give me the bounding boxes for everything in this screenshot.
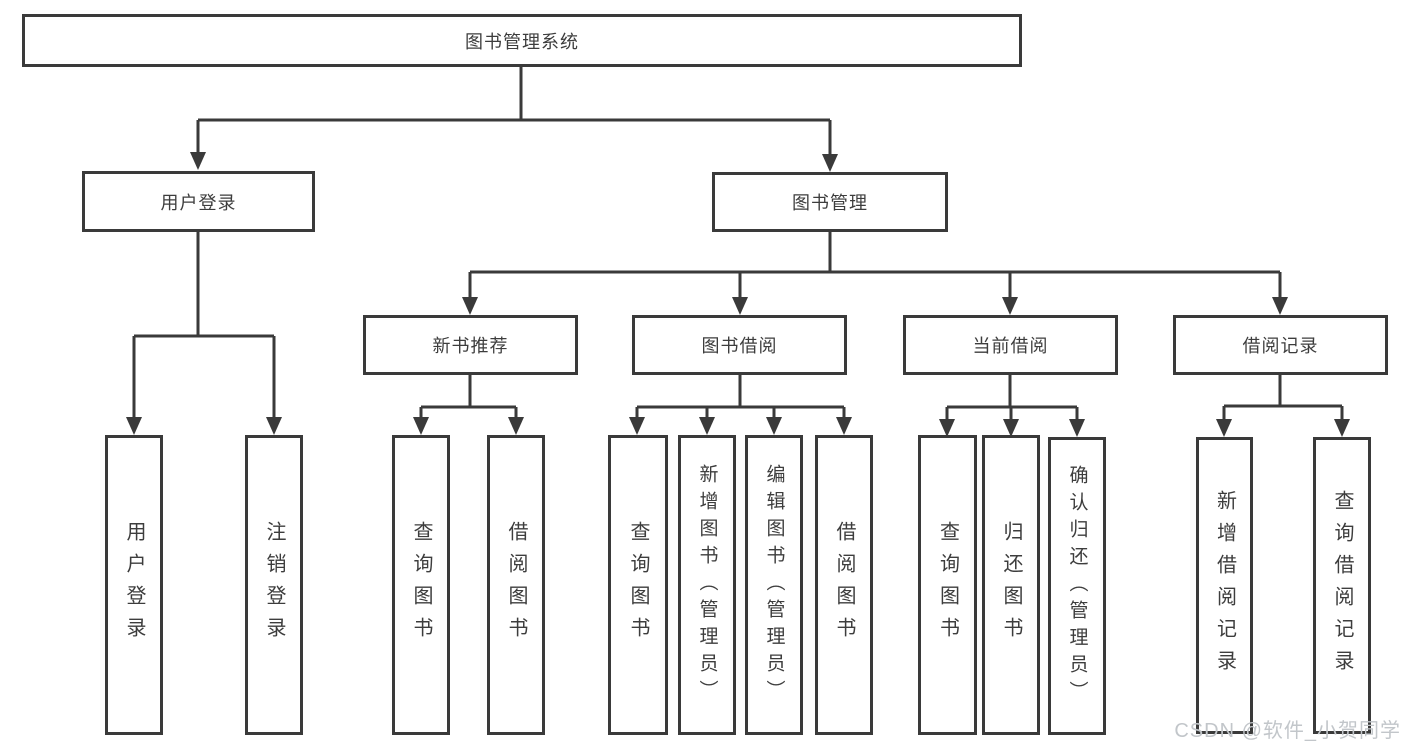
node-borrow-records: 借阅记录 (1173, 315, 1388, 375)
leaf-query-borrow-record: 查询借阅记录 (1313, 437, 1371, 734)
node-book-management: 图书管理 (712, 172, 948, 232)
leaf-borrow-books: 借阅图书 (815, 435, 873, 735)
leaf-user-login: 用户登录 (105, 435, 163, 735)
leaf-confirm-return-admin: 确认归还（管理员） (1048, 437, 1106, 735)
leaf-edit-book-admin: 编辑图书（管理员） (745, 435, 803, 735)
node-user-login: 用户登录 (82, 171, 315, 232)
leaf-return-book: 归还图书 (982, 435, 1040, 735)
leaf-query-books-current: 查询图书 (918, 435, 977, 735)
node-book-borrow: 图书借阅 (632, 315, 847, 375)
leaf-add-borrow-record: 新增借阅记录 (1196, 437, 1253, 734)
csdn-watermark: CSDN @软件_小贺同学 (1174, 720, 1401, 742)
leaf-add-book-admin: 新增图书（管理员） (678, 435, 736, 735)
node-root: 图书管理系统 (22, 14, 1022, 67)
leaf-borrow-books-recommend: 借阅图书 (487, 435, 545, 735)
leaf-query-books-recommend: 查询图书 (392, 435, 450, 735)
leaf-logout: 注销登录 (245, 435, 303, 735)
leaf-query-books-borrow: 查询图书 (608, 435, 668, 735)
node-current-borrow: 当前借阅 (903, 315, 1118, 375)
node-new-book-recommend: 新书推荐 (363, 315, 578, 375)
